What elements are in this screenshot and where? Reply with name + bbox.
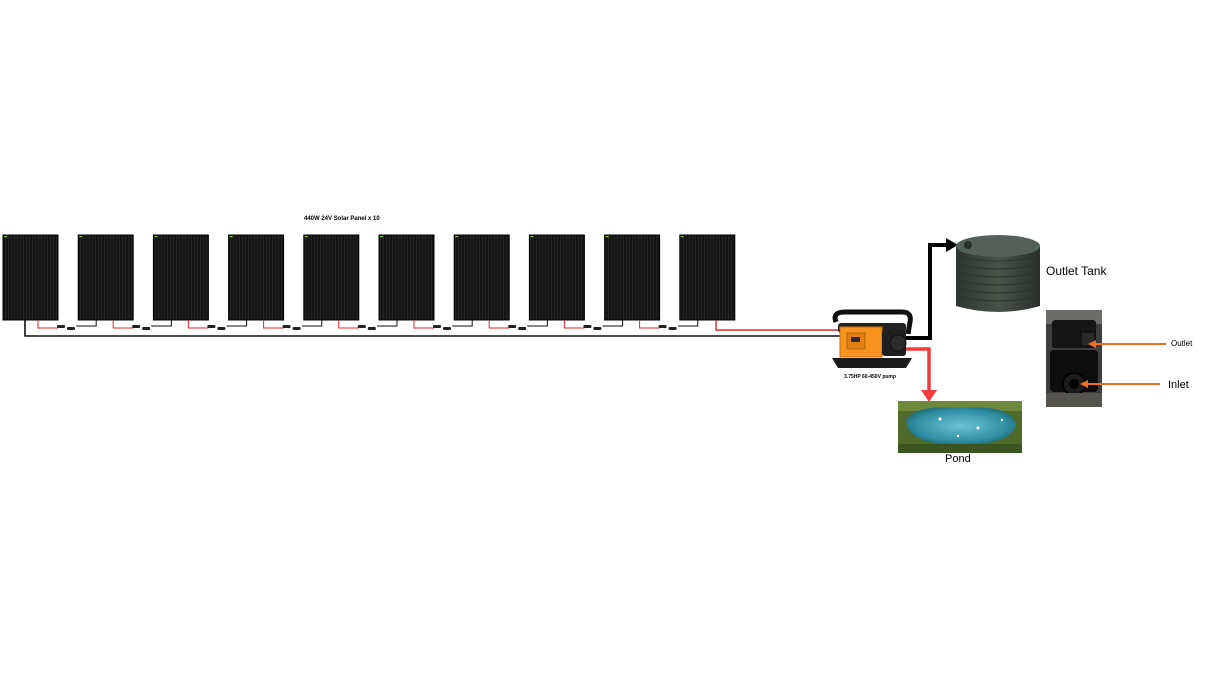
panel-logo-mark bbox=[79, 236, 83, 238]
mc4-connector bbox=[282, 325, 291, 328]
mc4-connector bbox=[658, 325, 667, 328]
panel-logo-mark bbox=[304, 236, 308, 238]
positive-lead bbox=[413, 320, 434, 329]
pump-outlet-label: Outlet bbox=[1171, 339, 1193, 348]
panel-logo-mark bbox=[605, 236, 609, 238]
mc4-connector bbox=[508, 325, 517, 328]
mc4-connector bbox=[57, 325, 65, 328]
mc4-connector bbox=[292, 327, 301, 330]
pond-label: Pond bbox=[945, 453, 971, 465]
pond-pipe-arrowhead bbox=[921, 390, 937, 402]
solar-panel bbox=[528, 234, 585, 321]
positive-lead bbox=[112, 320, 134, 329]
panel-logo-mark bbox=[455, 236, 459, 238]
negative-lead bbox=[76, 320, 97, 327]
mc4-connector bbox=[668, 327, 677, 330]
outlet-tank-label: Outlet Tank bbox=[1046, 264, 1107, 278]
pond-picture bbox=[898, 401, 1022, 453]
mc4-connector bbox=[583, 325, 592, 328]
solar-panel bbox=[378, 234, 435, 321]
solar-panel bbox=[453, 234, 510, 321]
negative-lead bbox=[527, 320, 548, 327]
mc4-connector bbox=[217, 327, 226, 330]
negative-lead bbox=[377, 320, 398, 327]
mc4-connector bbox=[593, 327, 602, 330]
negative-lead bbox=[452, 320, 473, 327]
positive-lead bbox=[639, 320, 660, 329]
mc4-connector bbox=[433, 325, 441, 328]
negative-lead bbox=[151, 320, 172, 327]
mc4-connector bbox=[142, 327, 151, 330]
outlet-tank bbox=[955, 235, 1041, 312]
outlet-pointer-arrowhead bbox=[1088, 340, 1096, 348]
pond-pipe bbox=[906, 347, 931, 392]
negative-lead bbox=[602, 320, 624, 327]
panel-logo-mark bbox=[154, 236, 158, 238]
negative-lead bbox=[677, 320, 699, 327]
mc4-connector bbox=[132, 325, 141, 328]
positive-lead bbox=[488, 320, 510, 329]
mc4-connector bbox=[207, 325, 216, 328]
positive-lead bbox=[563, 320, 585, 329]
solar-panel bbox=[2, 234, 59, 321]
outlet-pipe-arrowhead bbox=[946, 238, 958, 252]
mc4-connector bbox=[357, 325, 366, 328]
positive-lead bbox=[263, 320, 284, 329]
solar-panel bbox=[303, 234, 360, 321]
mc4-connector bbox=[443, 327, 451, 330]
mc4-connector bbox=[67, 327, 75, 330]
negative-lead bbox=[301, 320, 323, 327]
outlet-pipe bbox=[906, 243, 948, 340]
negative-bus-wire bbox=[24, 320, 840, 337]
panel-logo-mark bbox=[680, 236, 684, 238]
mc4-connector bbox=[367, 327, 376, 330]
positive-feed-wire bbox=[715, 320, 840, 331]
positive-lead bbox=[37, 320, 58, 329]
panel-logo-mark bbox=[380, 236, 383, 238]
inlet-pointer-arrowhead bbox=[1080, 380, 1088, 388]
solar-pump bbox=[832, 309, 913, 368]
panel-logo-mark bbox=[229, 236, 233, 238]
pump-photo bbox=[1046, 310, 1102, 407]
pump-inlet-label: Inlet bbox=[1168, 379, 1189, 391]
solar-panel bbox=[679, 234, 736, 321]
solar-panels-label: 440W 24V Solar Panel x 10 bbox=[304, 216, 380, 222]
solar-panel bbox=[77, 234, 134, 321]
panel-logo-mark bbox=[4, 236, 7, 238]
solar-panel bbox=[228, 234, 285, 321]
negative-lead bbox=[226, 320, 248, 327]
solar-panel-array bbox=[2, 234, 736, 330]
solar-panel bbox=[604, 234, 661, 321]
positive-lead bbox=[187, 320, 209, 329]
solar-panel bbox=[152, 234, 209, 321]
pump-label: 3.75HP 60-450V pump bbox=[844, 374, 896, 380]
positive-lead bbox=[338, 320, 359, 329]
mc4-connector bbox=[518, 327, 527, 330]
panel-logo-mark bbox=[530, 236, 534, 238]
